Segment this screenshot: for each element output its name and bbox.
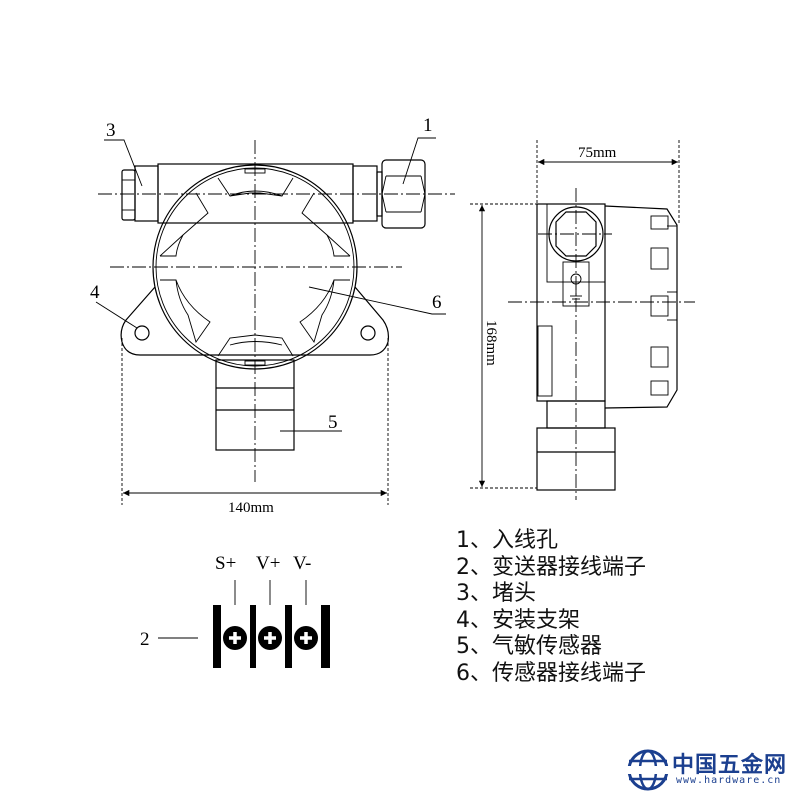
- globe-icon: [626, 749, 670, 791]
- callout-6: 6: [432, 292, 442, 313]
- terminal-label-v-plus: V+: [256, 553, 280, 574]
- callout-4: 4: [90, 282, 100, 303]
- terminal-label-v-minus: V-: [293, 553, 311, 574]
- watermark-url: www.hardware.cn: [676, 775, 782, 786]
- legend-item: 3、堵头: [456, 581, 536, 606]
- legend-item: 1、入线孔: [456, 528, 558, 553]
- side-sensor-cap: [536, 427, 616, 491]
- mount-hole-left: [134, 325, 150, 341]
- callout-2: 2: [140, 629, 150, 650]
- inlet-boss: [352, 165, 378, 222]
- callout-5: 5: [328, 412, 338, 433]
- legend-item: 6、传感器接线端子: [456, 660, 646, 686]
- depth-dimension-label: 75mm: [578, 145, 617, 161]
- screw-terminal-v-plus: [258, 626, 282, 650]
- watermark-logo: 中国五金网 www.hardware.cn: [626, 747, 796, 793]
- height-dimension-label: 168mm: [483, 320, 499, 366]
- callout-1: 1: [423, 115, 433, 136]
- legend-item: 4、安装支架: [456, 607, 580, 633]
- watermark-name: 中国五金网: [672, 753, 788, 778]
- plug-nut: [121, 169, 136, 221]
- screw-terminal-v-minus: [294, 626, 318, 650]
- side-view: 75mm 168mm: [470, 140, 695, 500]
- terminal-block: S+ V+ V- 2: [140, 553, 330, 668]
- legend-item: 2、变送器接线端子: [456, 554, 646, 580]
- screw-terminal-s-plus: [223, 626, 247, 650]
- parts-legend: 1、入线孔 2、变送器接线端子 3、堵头 4、安装支架 5、气敏传感器 6、传感…: [456, 528, 646, 687]
- terminal-label-s-plus: S+: [215, 553, 236, 574]
- width-dimension-label: 140mm: [228, 500, 274, 516]
- callout-3: 3: [106, 120, 116, 141]
- side-fins: [650, 215, 677, 396]
- front-view: 140mm 3 1 4 6 5: [90, 115, 455, 516]
- plug-body: [134, 165, 159, 222]
- mount-hole-right: [360, 325, 376, 341]
- legend-item: 5、气敏传感器: [456, 634, 602, 659]
